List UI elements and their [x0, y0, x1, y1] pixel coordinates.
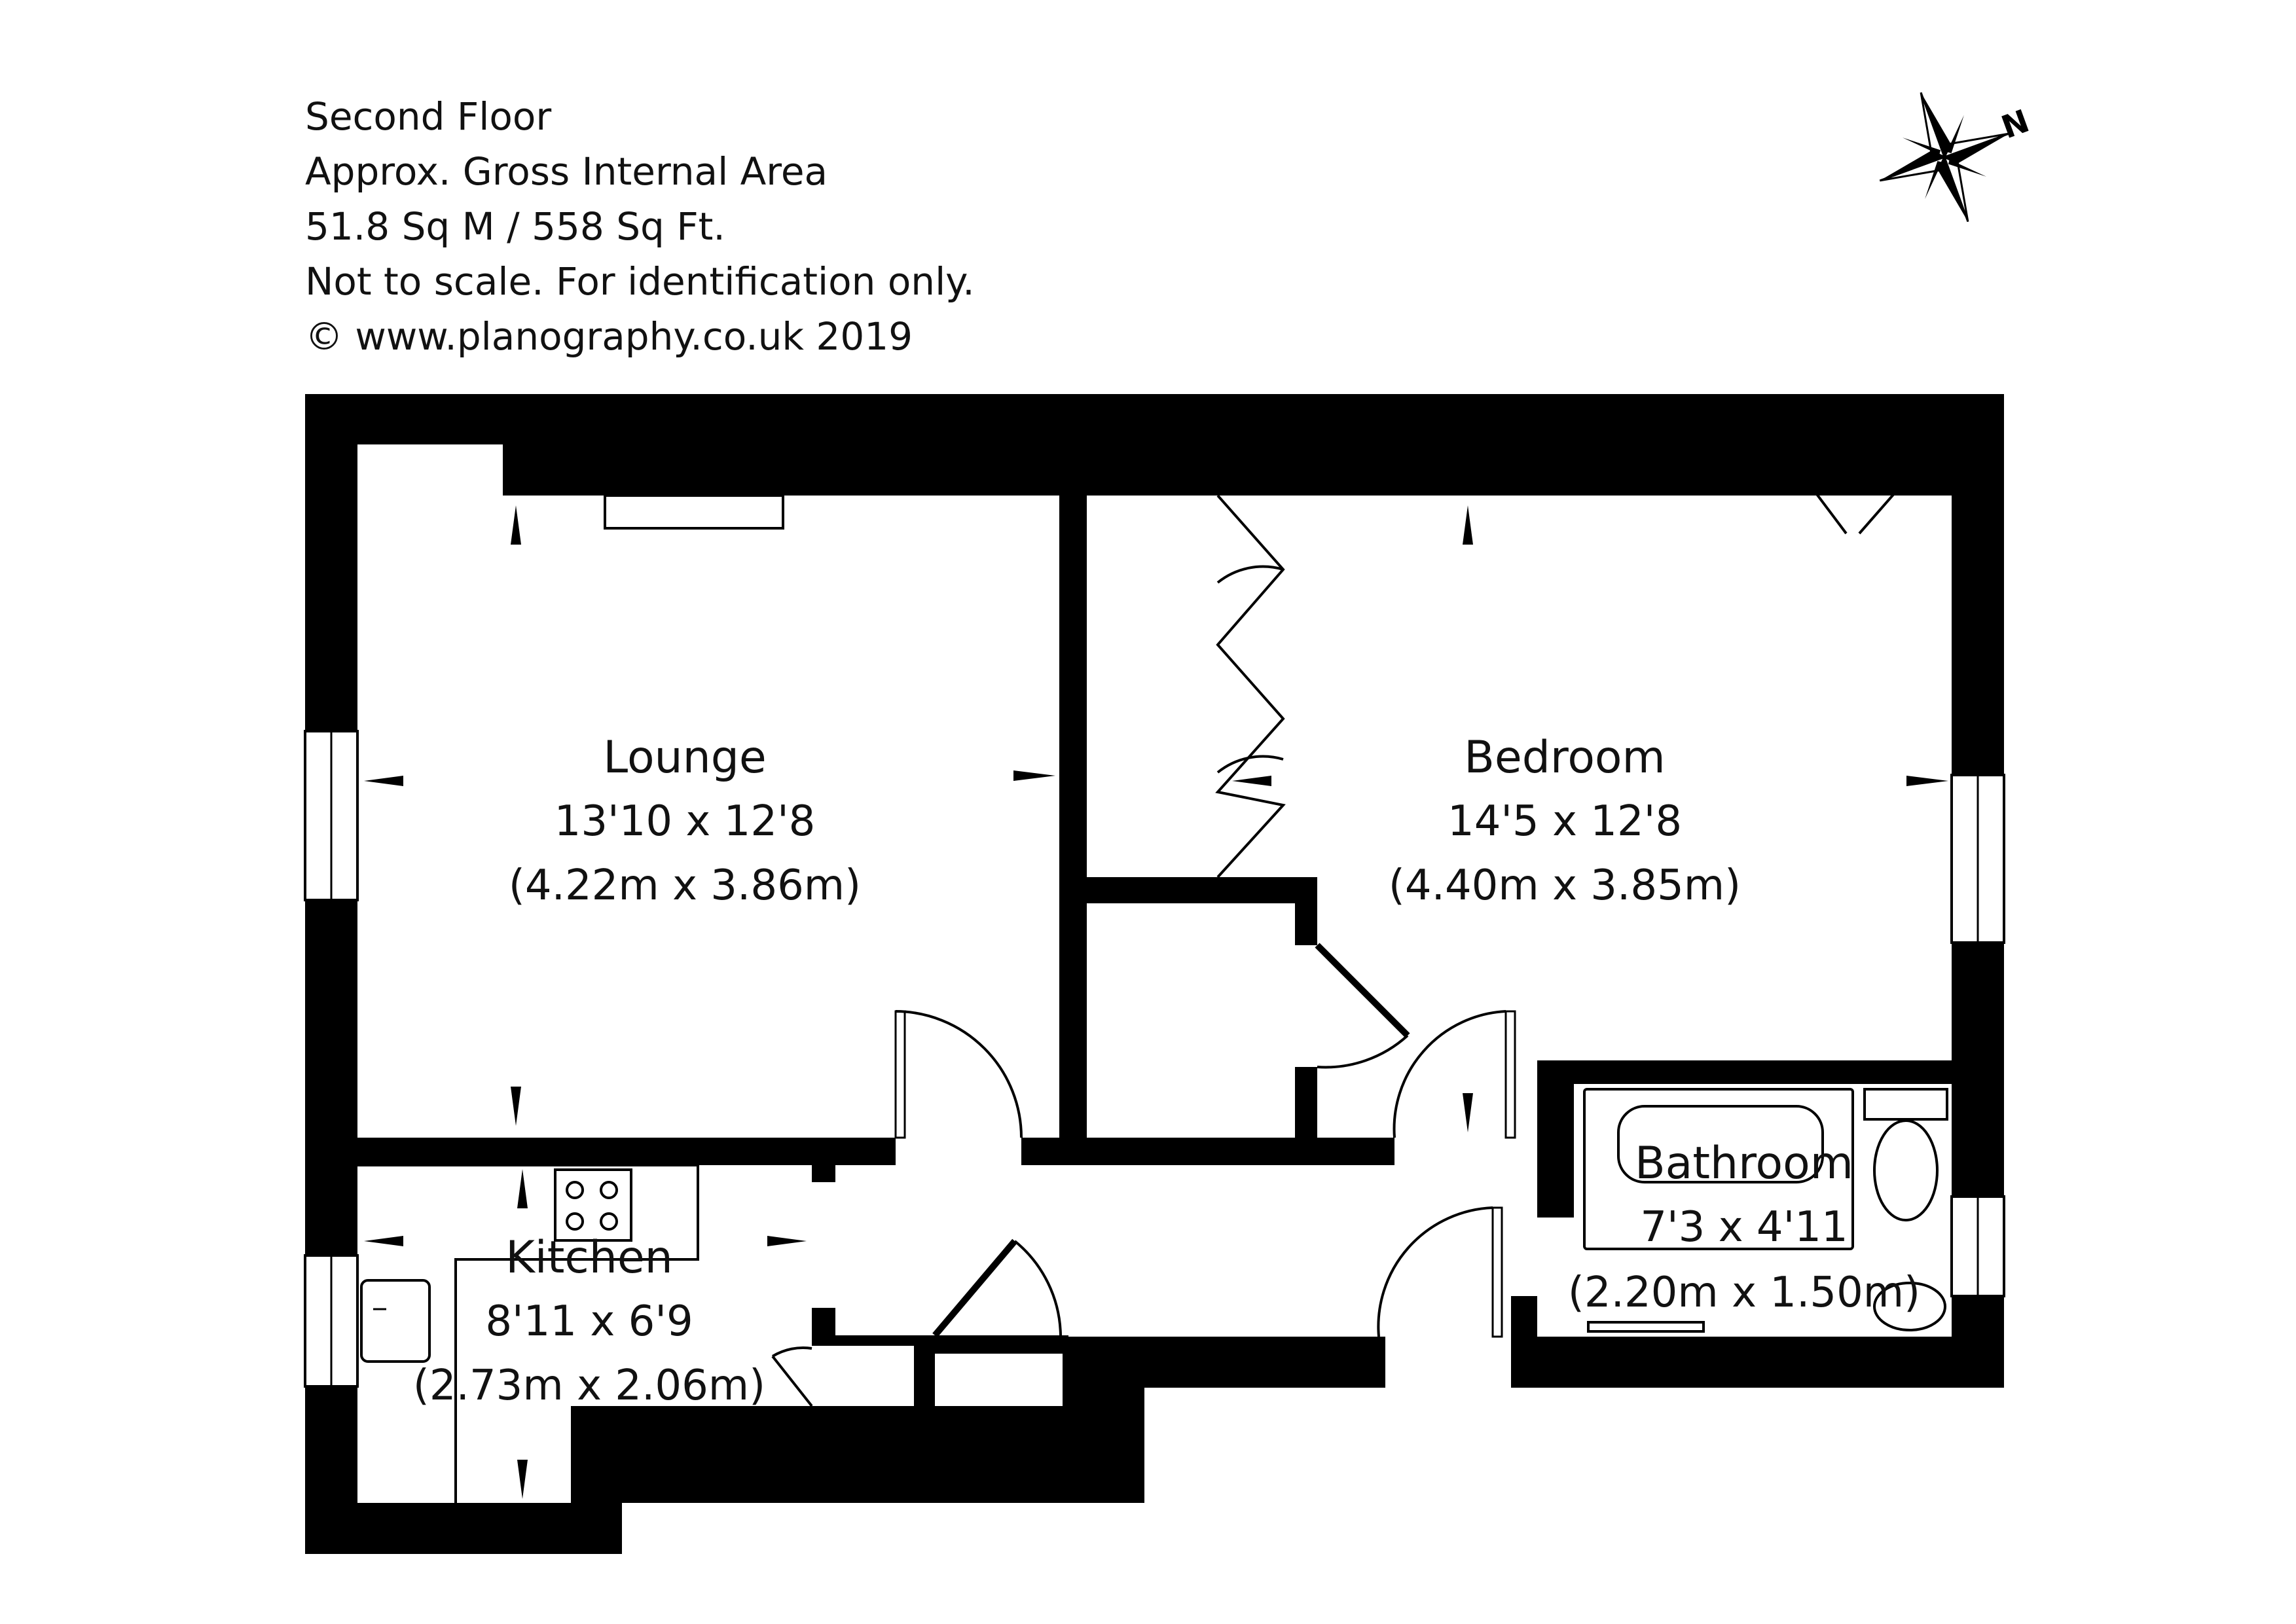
doors [894, 444, 1922, 1338]
copyright-text: © www.planography.co.uk 2019 [305, 314, 913, 359]
kitchen-imperial: 8'11 x 6'9 [485, 1297, 693, 1346]
walls [305, 394, 2004, 1554]
area-label: Approx. Gross Internal Area [305, 149, 828, 194]
kitchen-name: Kitchen [505, 1232, 673, 1284]
room-kitchen-label: Kitchen 8'11 x 6'9 (2.73m x 2.06m) [413, 1232, 765, 1410]
kitchen-sink-icon [360, 1279, 431, 1363]
kitchen-metric: (2.73m x 2.06m) [413, 1362, 765, 1410]
measurement-arrows [364, 505, 1948, 1499]
bathroom-metric: (2.20m x 1.50m) [1568, 1269, 1920, 1317]
bedroom-imperial: 14'5 x 12'8 [1448, 797, 1682, 846]
compass-north-label: N [1997, 103, 2034, 146]
bathroom-imperial: 7'3 x 4'11 [1640, 1203, 1848, 1252]
basin-icon [1873, 1282, 1946, 1331]
floor-title: Second Floor [305, 94, 551, 139]
lounge-imperial: 13'10 x 12'8 [555, 797, 816, 846]
plan-header: Second Floor Approx. Gross Internal Area… [305, 94, 975, 359]
bath-icon [1583, 1088, 1854, 1250]
room-lounge-label: Lounge 13'10 x 12'8 (4.22m x 3.86m) [509, 732, 861, 910]
area-value: 51.8 Sq M / 558 Sq Ft. [305, 204, 725, 249]
room-bedroom-label: Bedroom 14'5 x 12'8 (4.40m x 3.85m) [1389, 732, 1741, 910]
lounge-metric: (4.22m x 3.86m) [509, 861, 861, 910]
toilet-icon [1863, 1088, 1948, 1221]
bathroom-name: Bathroom [1635, 1138, 1853, 1189]
disclaimer-text: Not to scale. For identification only. [305, 259, 975, 304]
bedroom-metric: (4.40m x 3.85m) [1389, 861, 1741, 910]
lounge-name: Lounge [603, 732, 767, 784]
hob-icon [554, 1168, 632, 1242]
room-bathroom-label: Bathroom 7'3 x 4'11 (2.20m x 1.50m) [1568, 1138, 1920, 1317]
bedroom-name: Bedroom [1464, 732, 1666, 784]
compass-star-icon [1879, 92, 2010, 223]
windows [304, 730, 2005, 1388]
fixtures [357, 494, 1948, 1503]
